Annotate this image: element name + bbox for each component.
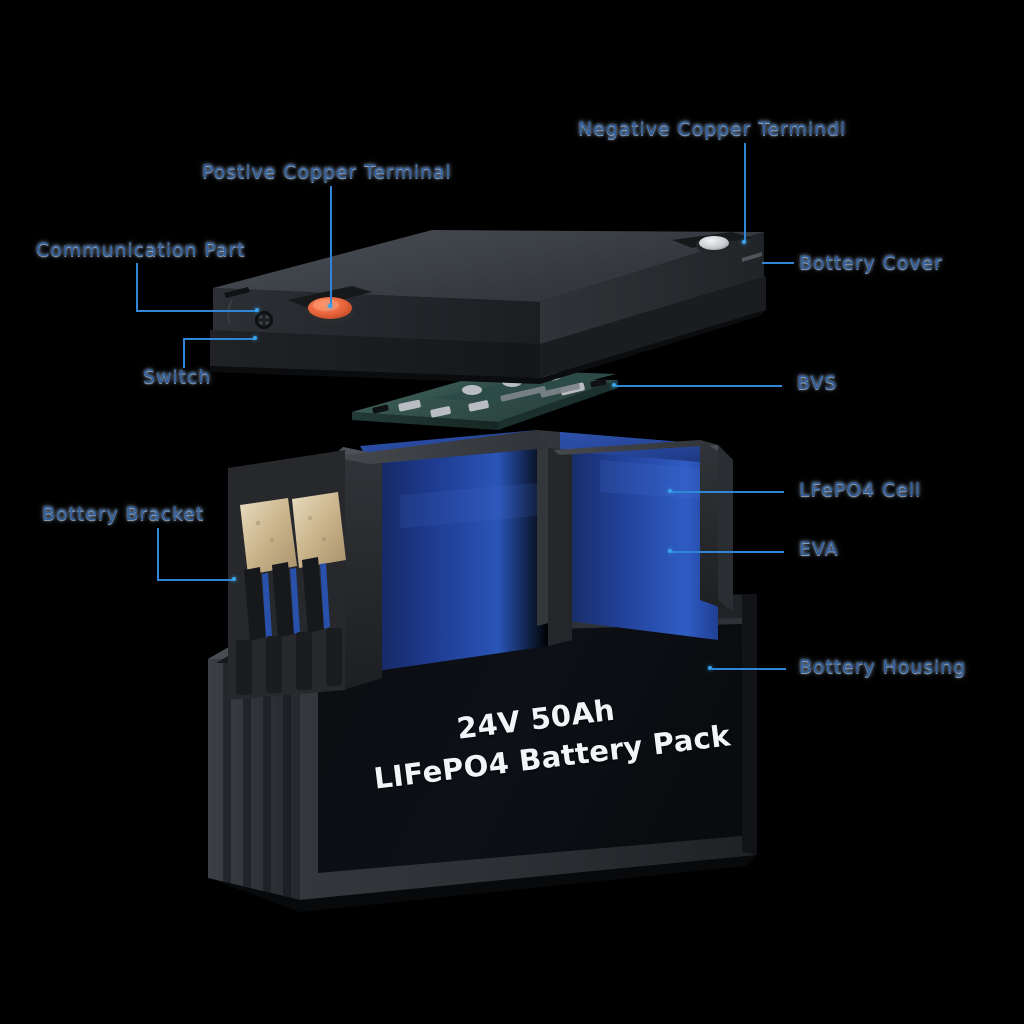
leader-dot-communication-part xyxy=(255,308,259,312)
bms-board-art xyxy=(352,371,618,430)
label-lifepo4-cell: LFePO4 Cell xyxy=(799,479,922,501)
cell-stack-art xyxy=(228,430,733,700)
leader-eva xyxy=(672,551,784,553)
label-negative-copper-terminal: Negative Copper Termindl xyxy=(578,118,847,140)
leader-positive-copper-terminal xyxy=(330,186,332,308)
leader-communication-part-h xyxy=(136,310,258,312)
leader-communication-part-v xyxy=(136,263,138,311)
battery-cover-art xyxy=(210,230,766,384)
leader-negative-copper-terminal xyxy=(744,143,746,243)
leader-dot-positive-copper-terminal xyxy=(328,304,332,308)
label-switch: Switch xyxy=(143,366,212,388)
leader-dot-negative-copper-terminal xyxy=(742,240,746,244)
leader-dot-battery-bracket xyxy=(232,577,236,581)
leader-battery-housing xyxy=(712,668,786,670)
leader-battery-bracket-v xyxy=(157,528,159,580)
label-eva: EVA xyxy=(799,538,839,560)
leader-dot-eva xyxy=(668,549,672,553)
label-bvs: BVS xyxy=(797,372,838,394)
label-battery-cover: Bottery Cover xyxy=(799,252,943,274)
label-communication-part: Communication Part xyxy=(36,239,246,261)
leader-dot-lifepo4-cell xyxy=(668,489,672,493)
leader-lifepo4-cell xyxy=(672,491,784,493)
leader-dot-bvs xyxy=(612,383,616,387)
label-battery-bracket: Bottery Bracket xyxy=(42,503,205,525)
leader-battery-bracket-h xyxy=(157,579,235,581)
leader-switch-v xyxy=(183,338,185,368)
negative-terminal xyxy=(699,236,729,250)
leader-dot-battery-housing xyxy=(708,666,712,670)
label-positive-copper-terminal: Postive Copper Terminal xyxy=(202,161,452,183)
leader-dot-switch xyxy=(253,336,257,340)
label-battery-housing: Bottery Housing xyxy=(799,656,967,678)
leader-bvs xyxy=(616,385,782,387)
leader-switch-h xyxy=(183,338,255,340)
leader-battery-cover xyxy=(762,262,794,264)
